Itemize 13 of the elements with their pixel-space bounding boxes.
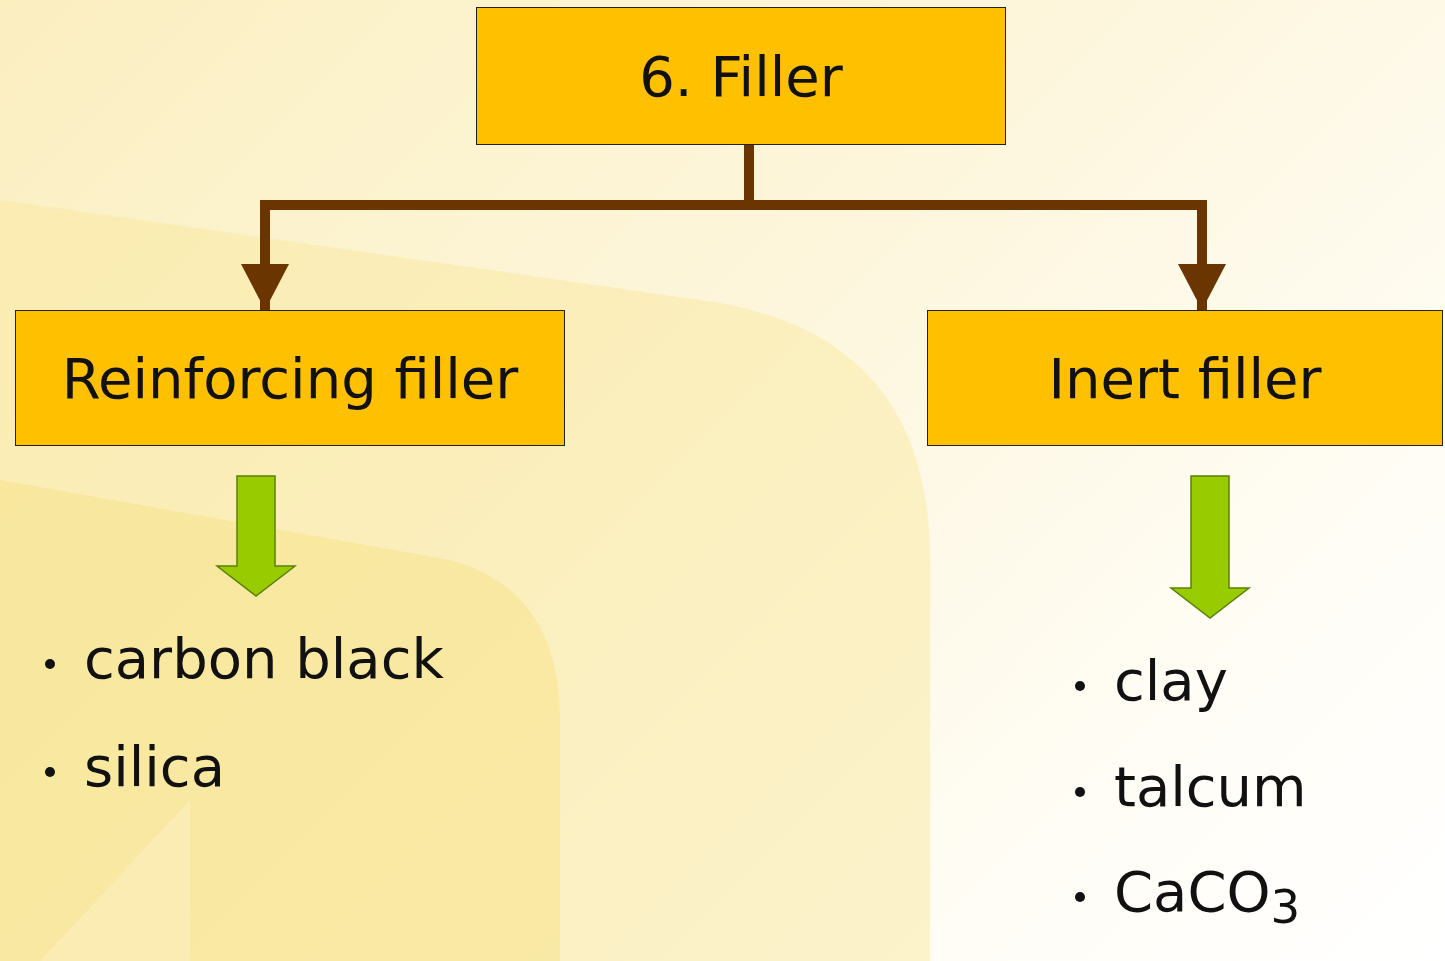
category-box <box>927 310 1443 446</box>
box-title: Reinforcing filler <box>61 345 519 411</box>
bullet-item: clay <box>1114 648 1228 713</box>
bullet-item: talcum <box>1114 753 1307 819</box>
category-box <box>476 7 1006 145</box>
block-arrow <box>214 475 298 597</box>
category-box <box>15 310 565 446</box>
box-title: 6. Filler <box>639 43 843 109</box>
box-title: Inert filler <box>1048 345 1322 411</box>
bullet-item: carbon black <box>84 626 444 691</box>
bullet-item: CaCO$_{3}$ <box>1114 859 1301 925</box>
bullet-item: silica <box>84 733 225 799</box>
block-arrow <box>1168 475 1252 619</box>
